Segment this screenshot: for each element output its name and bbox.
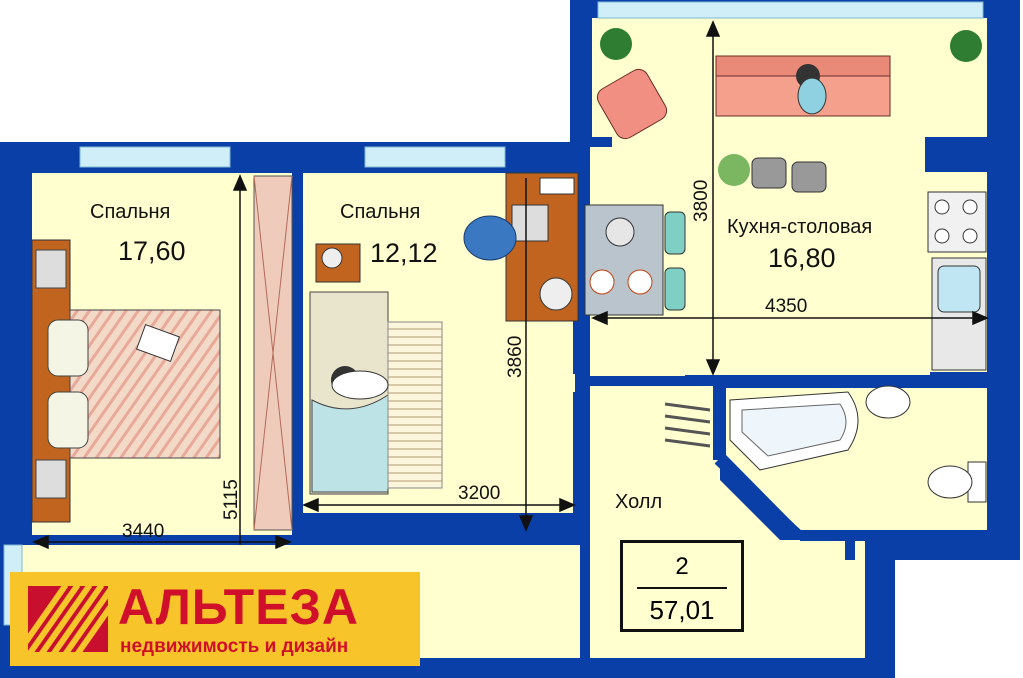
room-name-kitchen: Кухня-столовая xyxy=(727,216,873,238)
dimension-bedroom-2-width: 3200 xyxy=(458,483,501,504)
dimension-bedroom-1-length: 5115 xyxy=(221,479,242,520)
room-area-bedroom-2: 12,12 xyxy=(370,238,438,268)
window-loggia xyxy=(597,1,984,19)
desk-icon xyxy=(505,172,579,322)
logo-mark-icon xyxy=(28,586,108,652)
company-logo: АЛЬТЕЗА недвижимость и дизайн xyxy=(10,572,420,666)
washbasin-icon xyxy=(865,385,911,419)
hall-floor-diagonal xyxy=(700,460,780,540)
room-area-kitchen: 16,80 xyxy=(768,243,836,273)
dimension-kitchen-length: 3800 xyxy=(691,179,712,222)
logo-tagline: недвижимость и дизайн xyxy=(120,636,349,657)
room-name-bedroom-2: Спальня xyxy=(340,201,421,223)
room-name-hall: Холл xyxy=(615,491,663,513)
plant-icon xyxy=(600,28,982,62)
room-area-bedroom-1: 17,60 xyxy=(118,236,186,266)
total-area: 57,01 xyxy=(649,595,715,625)
apartment-summary: 2 57,01 xyxy=(620,540,744,632)
toilet-icon xyxy=(927,461,987,503)
room-name-bedroom-1: Спальня xyxy=(90,201,171,223)
stove-icon xyxy=(927,191,987,253)
plant-icon xyxy=(718,154,827,193)
sofa-icon xyxy=(715,55,891,117)
room-count: 2 xyxy=(675,553,689,580)
dimension-bedroom-1-width: 3440 xyxy=(122,521,165,542)
sink-icon xyxy=(931,257,987,371)
armchair-icon xyxy=(596,68,668,140)
double-bed-icon xyxy=(31,239,221,523)
dining-table-icon xyxy=(584,204,686,316)
dimension-lines xyxy=(32,20,989,550)
window-bedroom-2 xyxy=(364,146,506,168)
wardrobe-icon xyxy=(253,175,293,531)
office-chair-icon xyxy=(463,215,517,261)
towel-rail-icon xyxy=(664,402,711,448)
dimension-kitchen-width: 4350 xyxy=(765,296,808,317)
window-bedroom-1 xyxy=(79,146,231,168)
summary-divider xyxy=(637,587,727,589)
internal-walls xyxy=(292,137,990,560)
dimension-bedroom-2-length: 3860 xyxy=(505,335,526,378)
single-bed-icon xyxy=(309,243,443,495)
logo-name: АЛЬТЕЗА xyxy=(118,579,360,635)
bathtub-icon xyxy=(729,391,859,471)
